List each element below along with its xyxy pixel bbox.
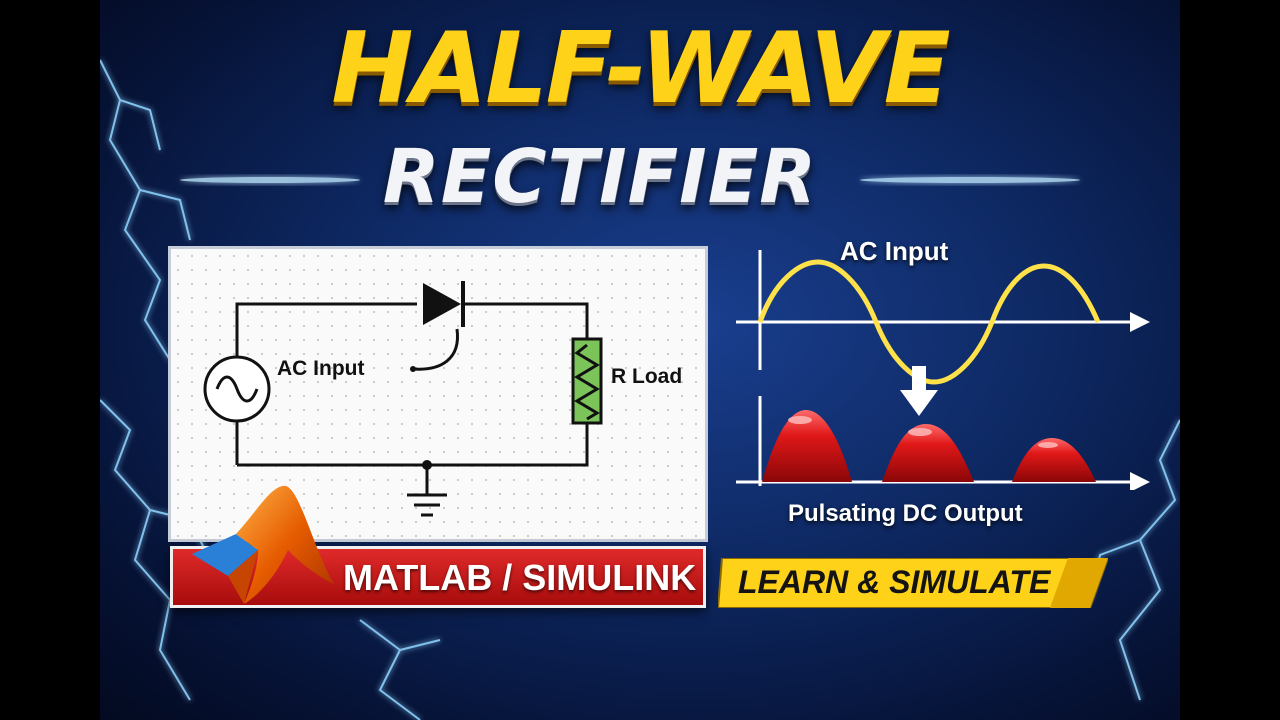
lightning-decoration [100, 59, 1180, 720]
load-label: R Load [611, 365, 683, 388]
title-line-1: HALF-WAVE [331, 12, 950, 126]
ground-icon [407, 460, 447, 517]
down-arrow-icon [900, 366, 938, 416]
cta-banner: LEARN & SIMULATE [718, 558, 1108, 608]
source-label: AC Input [277, 357, 365, 380]
waveform-area [730, 240, 1160, 494]
matlab-logo-icon [188, 480, 338, 614]
input-wave-label: AC Input [840, 236, 949, 266]
waveform-graphic [736, 250, 1150, 492]
circuit-diagram [203, 281, 603, 517]
output-wave-label: Pulsating DC Output [788, 500, 1023, 527]
platform-label: MATLAB / SIMULINK [343, 557, 697, 598]
ac-source-icon [203, 355, 271, 423]
platform-banner: MATLAB / SIMULINK [170, 546, 706, 608]
diode-icon [410, 281, 465, 372]
circuit-panel: AC Input R Load [168, 246, 708, 542]
cta-label: LEARN & SIMULATE [738, 564, 1051, 600]
title-line-2: RECTIFIER [382, 134, 818, 220]
resistor-icon [571, 337, 603, 425]
